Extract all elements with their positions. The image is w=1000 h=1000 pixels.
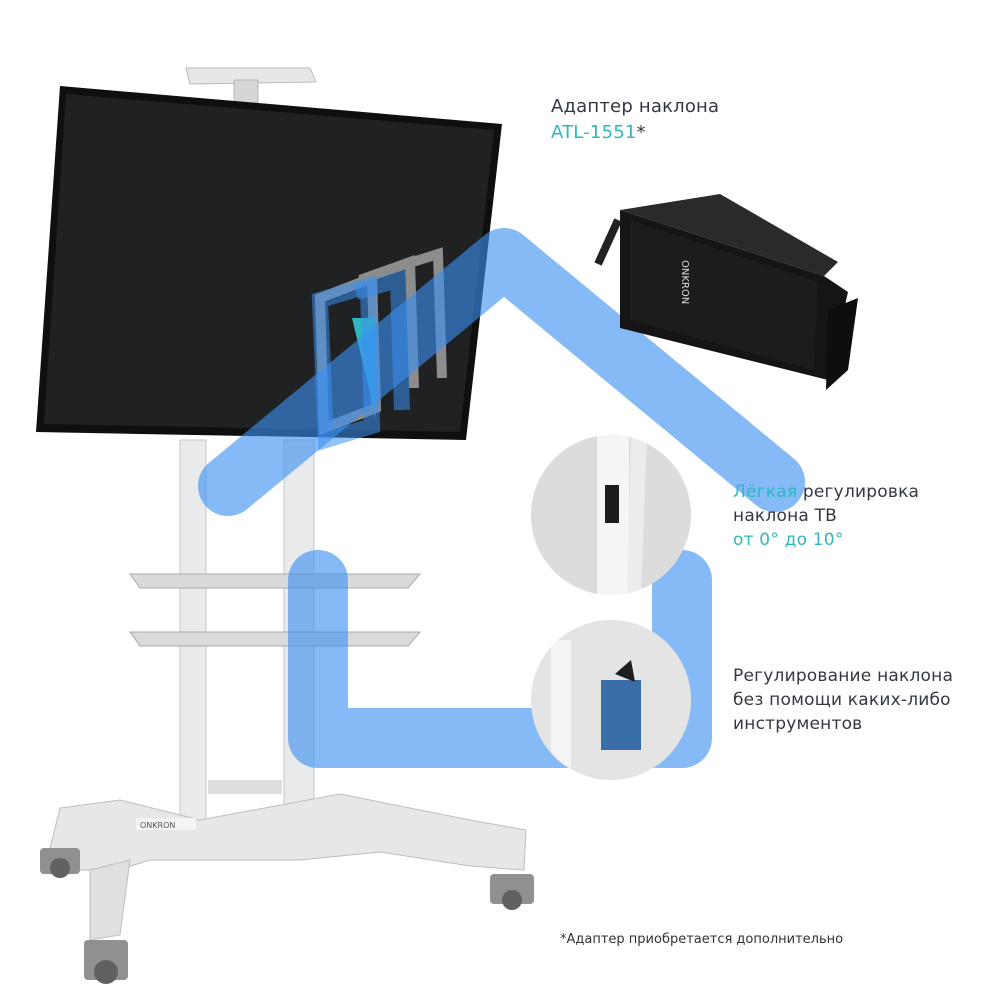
detail-photo-tilt [531,435,691,595]
adapter-brand-label: ONKRON [679,260,690,304]
feature-tilt-accent: Лёгкая [733,482,798,502]
feature-tools-line2: без помощи каких-либо [733,690,951,710]
feature-tilt-line1: Лёгкая регулировка [733,480,919,504]
casters [40,848,534,984]
watermark-logo [311,269,410,451]
top-mount-plate [185,67,317,105]
base-brand-label: ONKRON [140,821,175,830]
feature-tilt-line1-rest: регулировка [797,482,920,502]
adapter-model: ATL-1551* [551,121,646,145]
adapter-model-code: ATL-1551 [551,122,637,143]
adapter-title: Адаптер наклона [551,96,720,117]
feature-tools-line3: инструментов [733,714,863,734]
detail-photo-tools [531,620,691,780]
stand-shelves [129,573,422,647]
feature-tilt-line2: наклона ТВ [733,506,838,526]
stand-base: ONKRON [49,793,527,941]
footnote: *Адаптер приобретается дополнительно [560,932,844,947]
adapter-asterisk: * [636,122,646,143]
feature-tools-text: Регулирование наклона без помощи каких-л… [733,664,953,736]
adapter-product-image: ONKRON [594,194,858,390]
tv-screen [36,86,502,440]
feature-tools-line1: Регулирование наклона [733,666,954,686]
feature-tilt-line3: от 0° до 10° [733,530,844,550]
feature-tilt-text: Лёгкая регулировка наклона ТВ от 0° до 1… [733,480,919,552]
